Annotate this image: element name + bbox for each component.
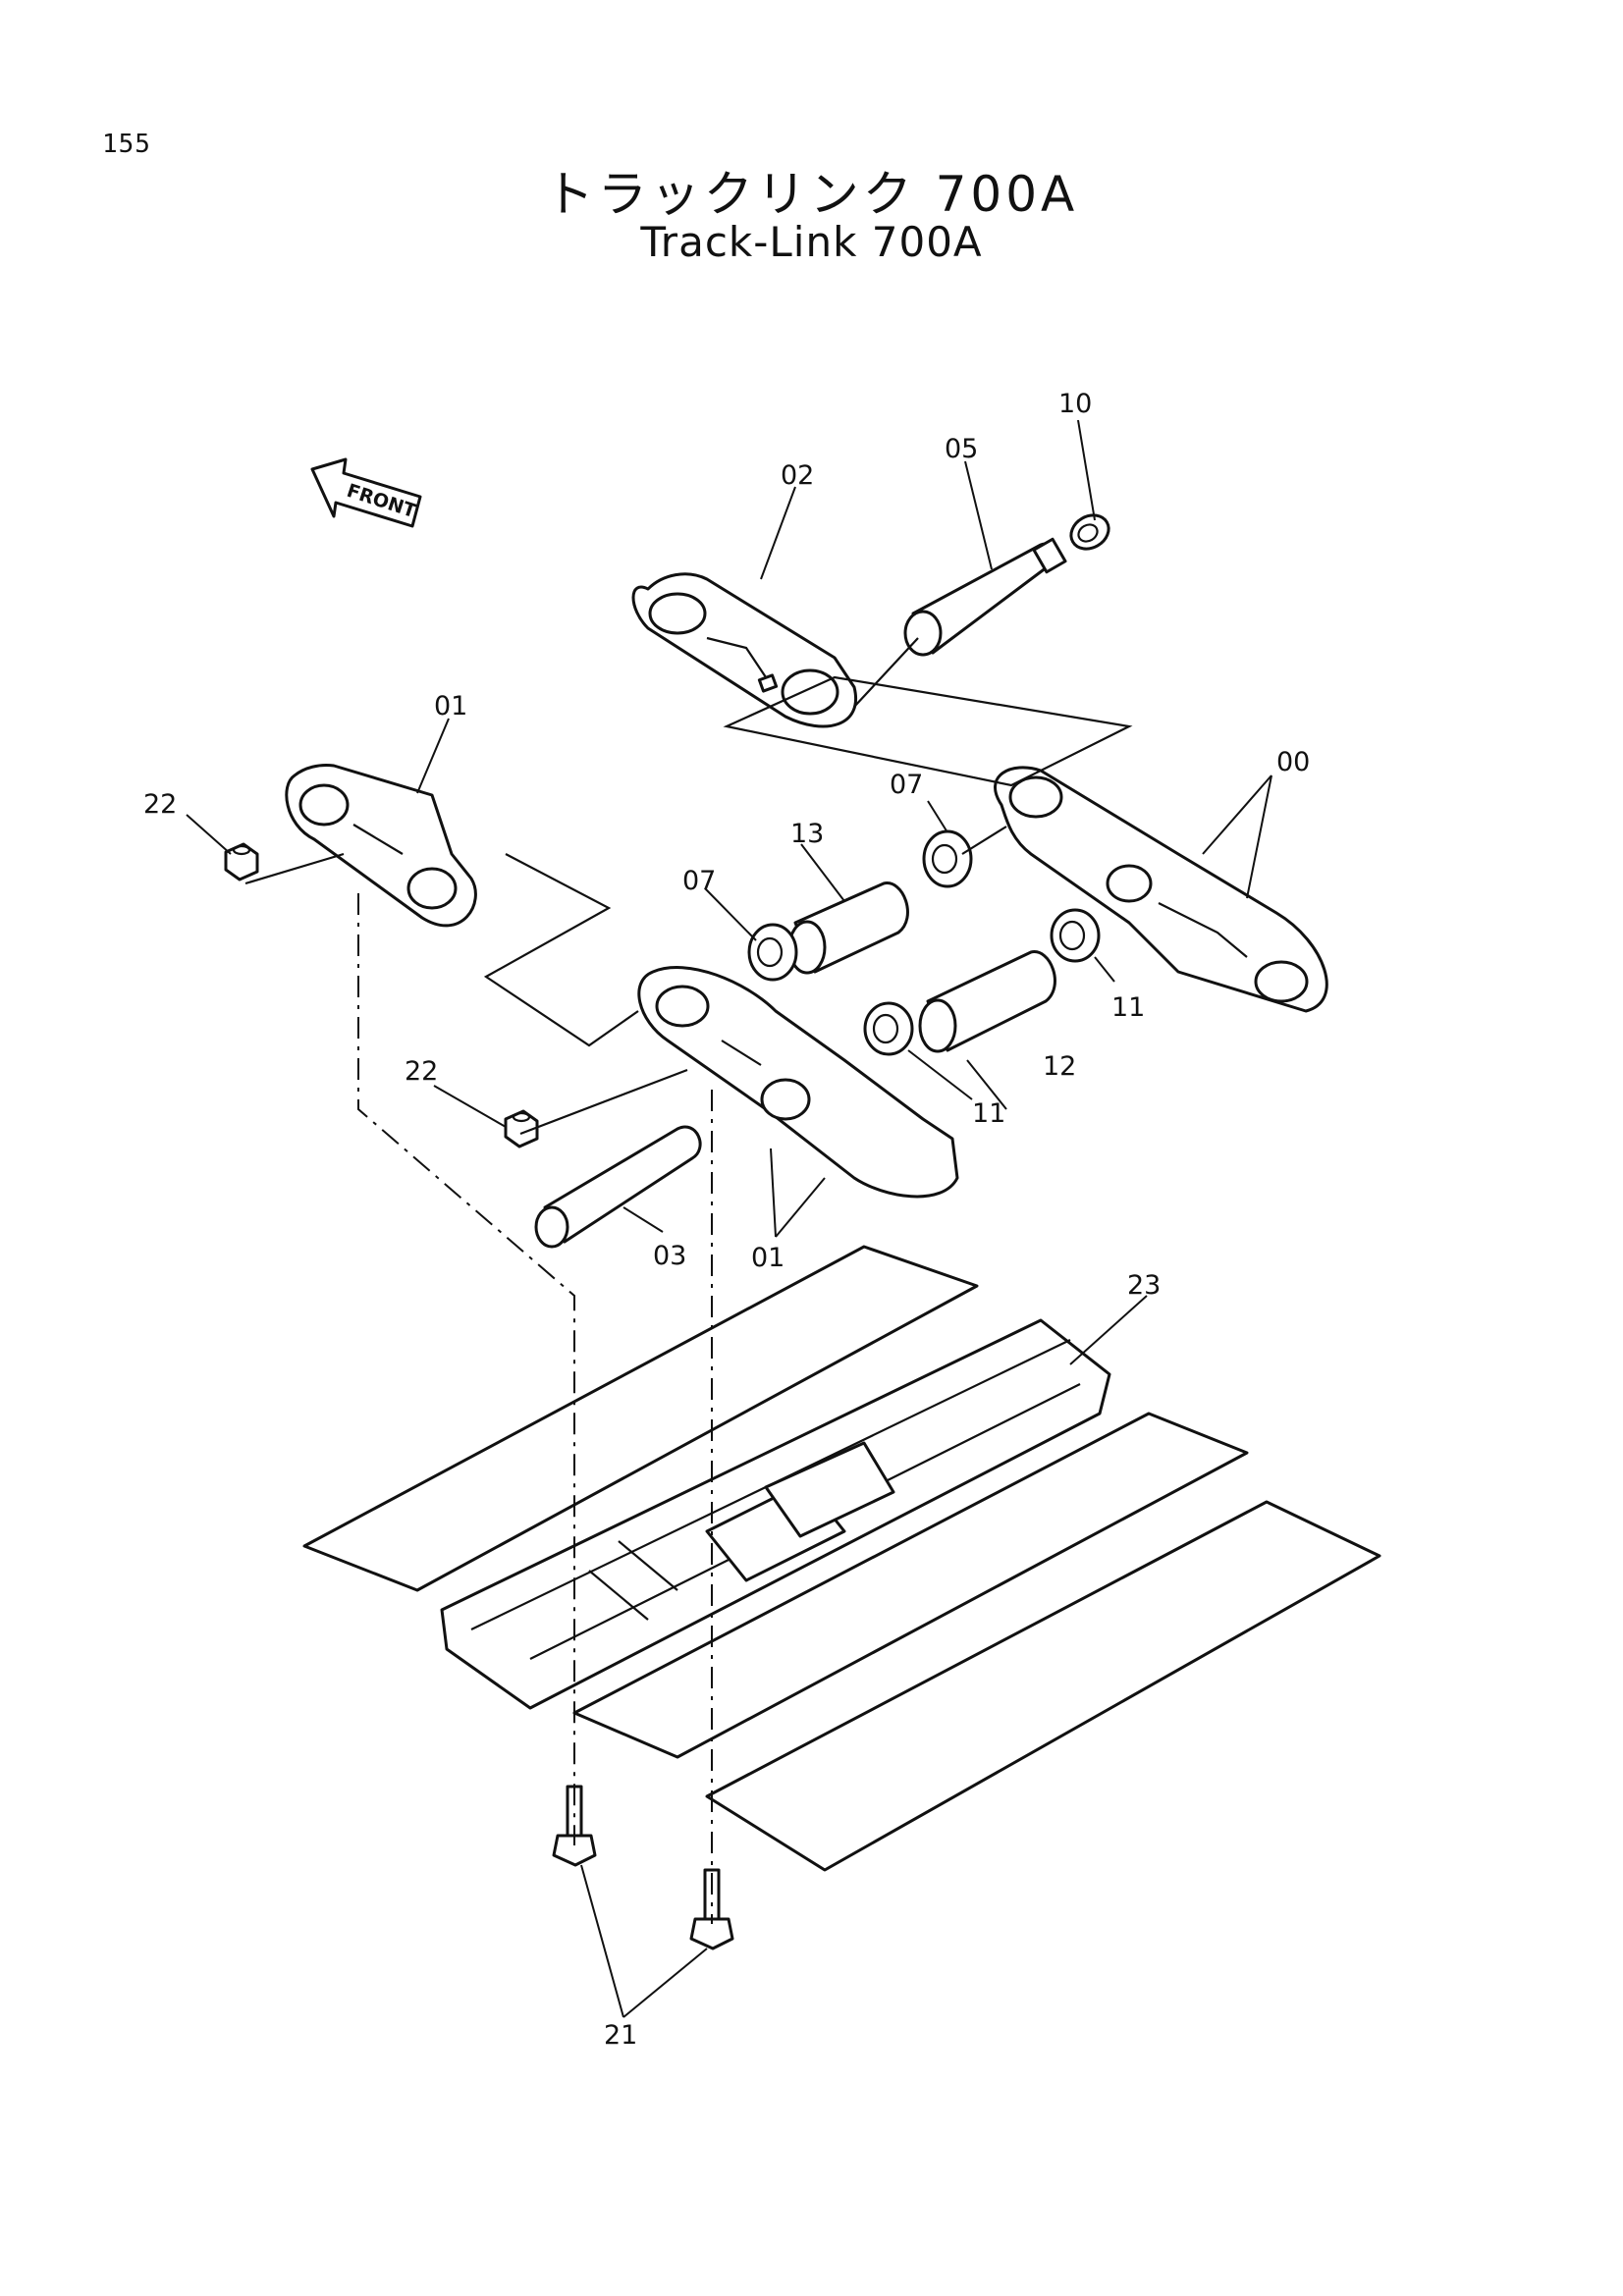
callout-13: 13 [790,819,824,849]
page-number: 155 [102,130,151,159]
part-10-ring [1069,513,1110,551]
part-07-seal-lower [747,923,798,982]
callout-07-upper: 07 [890,770,923,800]
page-title-english: Track-Link 700A [640,218,983,266]
part-03-pin [534,1125,702,1249]
callout-23: 23 [1127,1270,1161,1301]
part-05-pin [903,537,1067,657]
callout-01-top: 01 [434,691,467,721]
part-22-nut-upper [224,842,259,881]
callout-05: 05 [945,434,978,464]
part-13-bushing [787,881,909,975]
assembly-center-lines [244,637,1007,1924]
part-07-seal-upper [922,829,973,888]
part-01-link-lower [637,966,959,1199]
part-23-track-shoe [302,1245,1381,1872]
part-22-nut-lower [504,1109,539,1148]
part-12-bushing [918,950,1056,1053]
callout-12: 12 [1043,1051,1076,1082]
callout-11-right: 11 [1111,992,1145,1023]
assembly-guide-lines [483,675,1133,1047]
callout-22-top: 22 [143,789,177,820]
callout-02: 02 [781,460,814,491]
callout-03: 03 [653,1241,686,1271]
callout-labels: 00 01 01 02 03 05 07 07 10 11 11 12 13 2… [143,389,1310,2051]
part-02-link [631,572,857,728]
page-title-japanese: トラックリンク 700A [544,166,1079,223]
part-01-link-upper [285,764,477,928]
part-11-ring-lower [863,1001,914,1056]
callout-11-lower: 11 [972,1098,1005,1129]
callout-22-mid: 22 [405,1056,438,1087]
part-11-ring-right [1050,908,1101,963]
callout-21: 21 [604,2020,637,2051]
part-00-link-assembly [994,766,1328,1013]
part-21-bolt-left [552,1785,597,1867]
callout-10: 10 [1058,389,1092,419]
callout-01-bottom: 01 [751,1243,784,1273]
callout-leaders [186,419,1272,2018]
callout-07-lower: 07 [682,866,716,896]
callout-00: 00 [1276,747,1310,777]
front-arrow-icon: FRONT [310,457,422,528]
